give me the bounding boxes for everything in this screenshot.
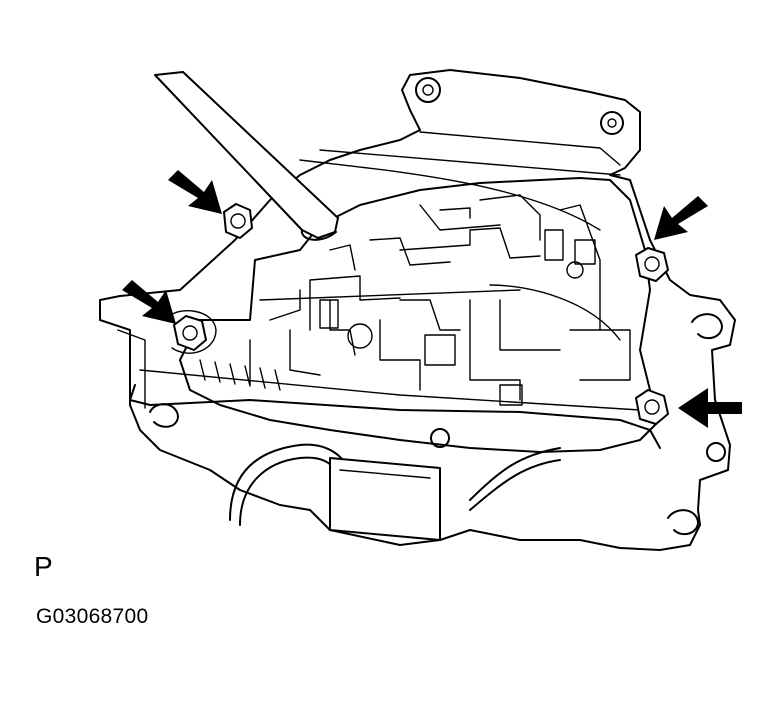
bolt-right-upper [635,247,669,282]
arrow-right-upper [654,196,708,240]
valve-body [179,159,661,453]
pointer-arrows [122,170,742,428]
detent-spring [129,359,661,449]
mounting-ears [149,77,726,536]
wire-harness [229,443,561,541]
bolt-top-left [223,203,253,239]
arrow-left [122,280,176,324]
bolt-left [167,310,217,354]
arrow-right-lower [678,388,742,428]
view-label: P [34,551,53,582]
figure-code: G03068700 [36,605,149,628]
arrow-top-left [168,170,222,214]
bolt-right-lower [635,389,669,425]
control-rod [154,71,339,241]
